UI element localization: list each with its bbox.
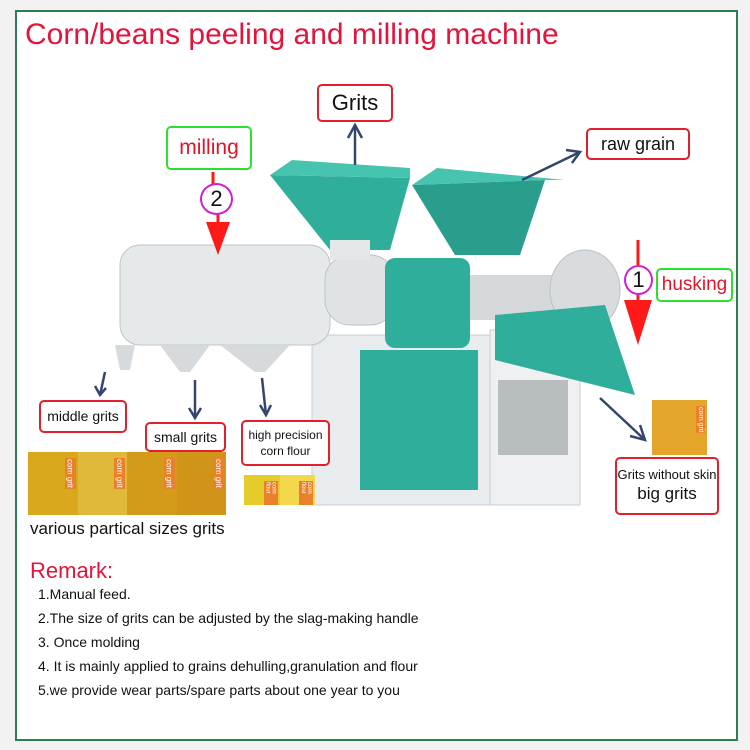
label-big-grits-line1: Grits without skin: [617, 466, 717, 482]
label-grits: Grits: [317, 84, 393, 122]
label-husking: husking: [656, 268, 733, 302]
outlet-1: [115, 345, 135, 370]
grit-sample: corn grit: [176, 452, 226, 515]
outlet-3: [220, 345, 290, 372]
page-title: Corn/beans peeling and milling machine: [25, 18, 559, 51]
flour-sample-strip: corn flour corn flour: [244, 475, 315, 505]
grit-sample: corn grit: [127, 452, 177, 515]
remark-item: 1.Manual feed.: [38, 586, 131, 602]
label-milling: milling: [166, 126, 252, 170]
machine-panel: [360, 350, 478, 490]
flour-sample: corn flour: [279, 475, 315, 505]
sifter-cylinder: [119, 244, 331, 346]
flour-sample: corn flour: [244, 475, 280, 505]
remark-item: 5.we provide wear parts/spare parts abou…: [38, 682, 400, 698]
label-raw-grain: raw grain: [586, 128, 690, 160]
label-big-grits: Grits without skin big grits: [615, 457, 719, 515]
step-2-badge: 2: [200, 183, 233, 215]
mill-head: [324, 254, 396, 326]
remark-heading: Remark:: [30, 558, 114, 583]
label-big-grits-line2: big grits: [637, 484, 697, 504]
hopper-right: [412, 180, 545, 255]
step-1-badge: 1: [624, 265, 653, 295]
grit-sample: corn grit: [77, 452, 127, 515]
machine-belt-housing: [498, 380, 568, 455]
label-small-grits: small grits: [145, 422, 226, 452]
grits-sample-strip: corn grit corn grit corn grit corn grit: [28, 452, 226, 515]
remark-item: 2.The size of grits can be adjusted by t…: [38, 610, 419, 626]
hopper-left: [270, 175, 410, 250]
motor-housing: [385, 258, 470, 348]
big-grits-sample: corn grit: [652, 400, 707, 455]
remark-item: 3. Once molding: [38, 634, 140, 650]
label-middle-grits: middle grits: [39, 400, 127, 433]
remark-item: 4. It is mainly applied to grains dehull…: [38, 658, 418, 674]
label-corn-flour-line1: high precision: [248, 427, 323, 442]
label-corn-flour: high precision corn flour: [241, 420, 330, 466]
label-corn-flour-line2: corn flour: [260, 444, 311, 458]
grit-sample: corn grit: [28, 452, 78, 515]
various-sizes-caption: various partical sizes grits: [30, 519, 225, 538]
husker-outlet-chute: [495, 305, 635, 395]
outlet-2: [160, 345, 210, 372]
